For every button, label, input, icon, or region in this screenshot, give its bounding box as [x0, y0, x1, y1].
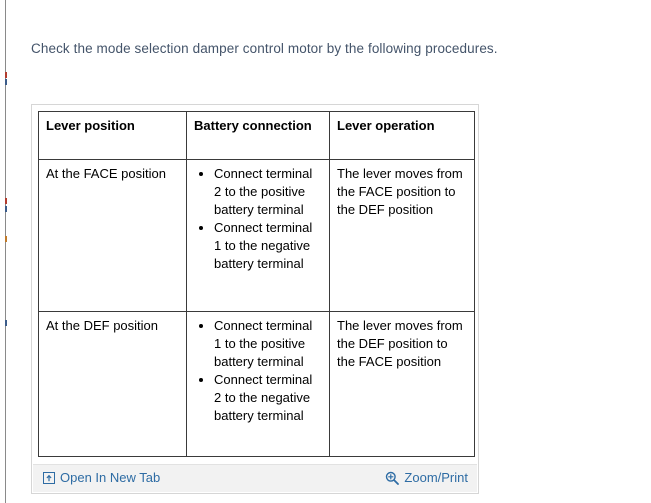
left-panel-edge [5, 0, 6, 503]
column-header-lever-position: Lever position [38, 111, 187, 160]
zoom-print-label: Zoom/Print [404, 470, 468, 485]
left-edge-fragment [5, 206, 7, 212]
open-in-new-tab-icon [43, 472, 55, 484]
table-row: At the FACE position Connect terminal 2 … [38, 159, 475, 312]
open-in-new-tab-link[interactable]: Open In New Tab [43, 469, 160, 487]
cell-battery-connection: Connect terminal 2 to the positive batte… [186, 159, 330, 312]
left-edge-fragment [5, 79, 7, 85]
table-header-row: Lever position Battery connection Lever … [38, 111, 475, 160]
cell-lever-position: At the FACE position [38, 159, 187, 312]
open-in-new-tab-label: Open In New Tab [60, 470, 161, 485]
magnifier-plus-icon [385, 471, 400, 485]
cell-lever-operation: The lever moves from the DEF position to… [329, 311, 475, 457]
cell-lever-operation: The lever moves from the FACE position t… [329, 159, 475, 312]
figure-card: Lever position Battery connection Lever … [31, 104, 479, 494]
figure-toolbar: Open In New Tab Zoom/Print [33, 464, 477, 492]
battery-connection-list: Connect terminal 1 to the positive batte… [194, 317, 322, 425]
table-row: At the DEF position Connect terminal 1 t… [38, 311, 475, 457]
cell-lever-position: At the DEF position [38, 311, 187, 457]
battery-connection-list: Connect terminal 2 to the positive batte… [194, 165, 322, 273]
left-edge-fragment [5, 236, 7, 242]
list-item: Connect terminal 1 to the negative batte… [214, 219, 322, 273]
left-edge-fragment [5, 198, 7, 204]
column-header-lever-operation: Lever operation [329, 111, 475, 160]
left-edge-fragment [5, 320, 7, 326]
list-item: Connect terminal 2 to the negative batte… [214, 371, 322, 425]
zoom-print-link[interactable]: Zoom/Print [385, 469, 468, 487]
cell-battery-connection: Connect terminal 1 to the positive batte… [186, 311, 330, 457]
damper-check-table: Lever position Battery connection Lever … [38, 111, 475, 457]
list-item: Connect terminal 1 to the positive batte… [214, 317, 322, 371]
list-item: Connect terminal 2 to the positive batte… [214, 165, 322, 219]
column-header-battery-connection: Battery connection [186, 111, 330, 160]
left-edge-fragment [5, 72, 7, 78]
intro-paragraph: Check the mode selection damper control … [31, 40, 498, 56]
table-container: Lever position Battery connection Lever … [38, 111, 475, 457]
